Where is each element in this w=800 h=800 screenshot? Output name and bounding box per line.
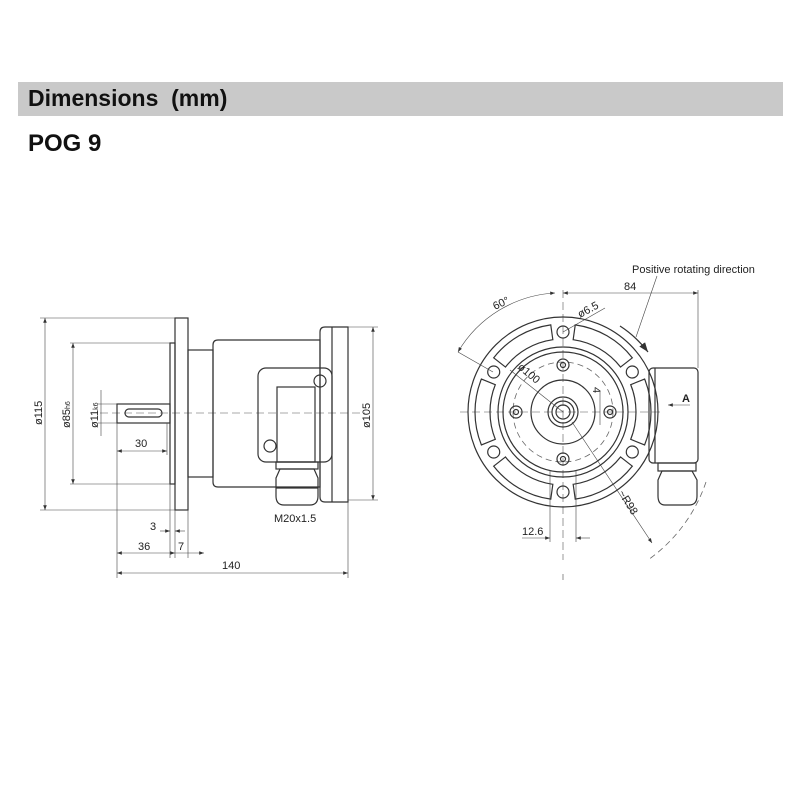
mounting-hole xyxy=(625,445,639,459)
housing xyxy=(212,339,321,488)
bolt-hole xyxy=(556,452,570,466)
screw-icon xyxy=(313,374,327,388)
dim-shaft-dia: ø11k6 xyxy=(89,402,101,428)
cable-gland xyxy=(275,468,319,506)
mounting-slot xyxy=(629,378,652,446)
mounting-holes xyxy=(487,325,639,499)
connector-box xyxy=(257,367,333,463)
section-header-band: Dimensions (mm) xyxy=(18,82,783,116)
mounting-hole xyxy=(556,325,570,339)
dim-shaft-len: 30 xyxy=(135,438,147,450)
mounting-slot xyxy=(572,324,634,368)
dim-bolt-circle: ø100 xyxy=(515,361,542,386)
bolt-hole xyxy=(603,405,617,419)
rear-flange xyxy=(319,326,349,503)
mounting-hole xyxy=(625,365,639,379)
gland-thread-label: M20x1.5 xyxy=(274,513,316,525)
outer-flange xyxy=(467,316,659,508)
dim-total-len: 140 xyxy=(222,560,240,572)
dim-offset: 4 xyxy=(590,387,602,393)
mounting-hole xyxy=(487,445,501,459)
dim-radius: ~R98 xyxy=(615,488,639,517)
rotation-arrow-icon xyxy=(619,325,649,353)
dim-pilot-dia: ø85h6 xyxy=(61,401,73,428)
pilot xyxy=(169,342,176,485)
dim-width: 84 xyxy=(624,281,636,293)
bolt-hole xyxy=(509,405,523,419)
hub xyxy=(530,379,596,445)
dim-angle: 60° xyxy=(491,295,511,313)
mounting-slot xyxy=(492,456,554,500)
mounting-slots xyxy=(474,324,652,500)
bolt-hole xyxy=(556,358,570,372)
side-view: ø115 ø85h6 ø11k6 30 3 36 7 140 ø105 M20x… xyxy=(33,317,378,578)
mounting-hole xyxy=(556,485,570,499)
mounting-hole xyxy=(487,365,501,379)
dim-flange-dia: ø115 xyxy=(33,401,45,425)
dim-hole-offset: 12.6 xyxy=(522,526,543,538)
front-view: A 84 60° ø6.5 ø100 4 ~R98 12.6 Positive … xyxy=(457,264,755,580)
bolt-hole xyxy=(559,361,567,369)
bolt-hole xyxy=(606,408,614,416)
keyway xyxy=(124,408,163,418)
dim-flange-thk: 7 xyxy=(178,541,184,553)
model-title: POG 9 xyxy=(28,130,102,157)
dim-rear-dia: ø105 xyxy=(361,403,373,428)
dim-pilot-depth: 3 xyxy=(150,521,156,533)
bolt-hole xyxy=(559,455,567,463)
screw-icon xyxy=(263,439,277,453)
mounting-slot xyxy=(474,378,497,446)
neck xyxy=(187,349,214,478)
front-flange xyxy=(174,317,189,511)
bolt-hole xyxy=(512,408,520,416)
connector-box xyxy=(648,367,699,464)
rotation-note: Positive rotating direction xyxy=(632,264,755,276)
dim-shaft-total: 36 xyxy=(138,541,150,553)
cable-gland xyxy=(657,470,698,506)
section-title: Dimensions (mm) xyxy=(28,85,228,111)
mounting-slot xyxy=(572,456,634,500)
view-label-a: A xyxy=(682,393,690,405)
